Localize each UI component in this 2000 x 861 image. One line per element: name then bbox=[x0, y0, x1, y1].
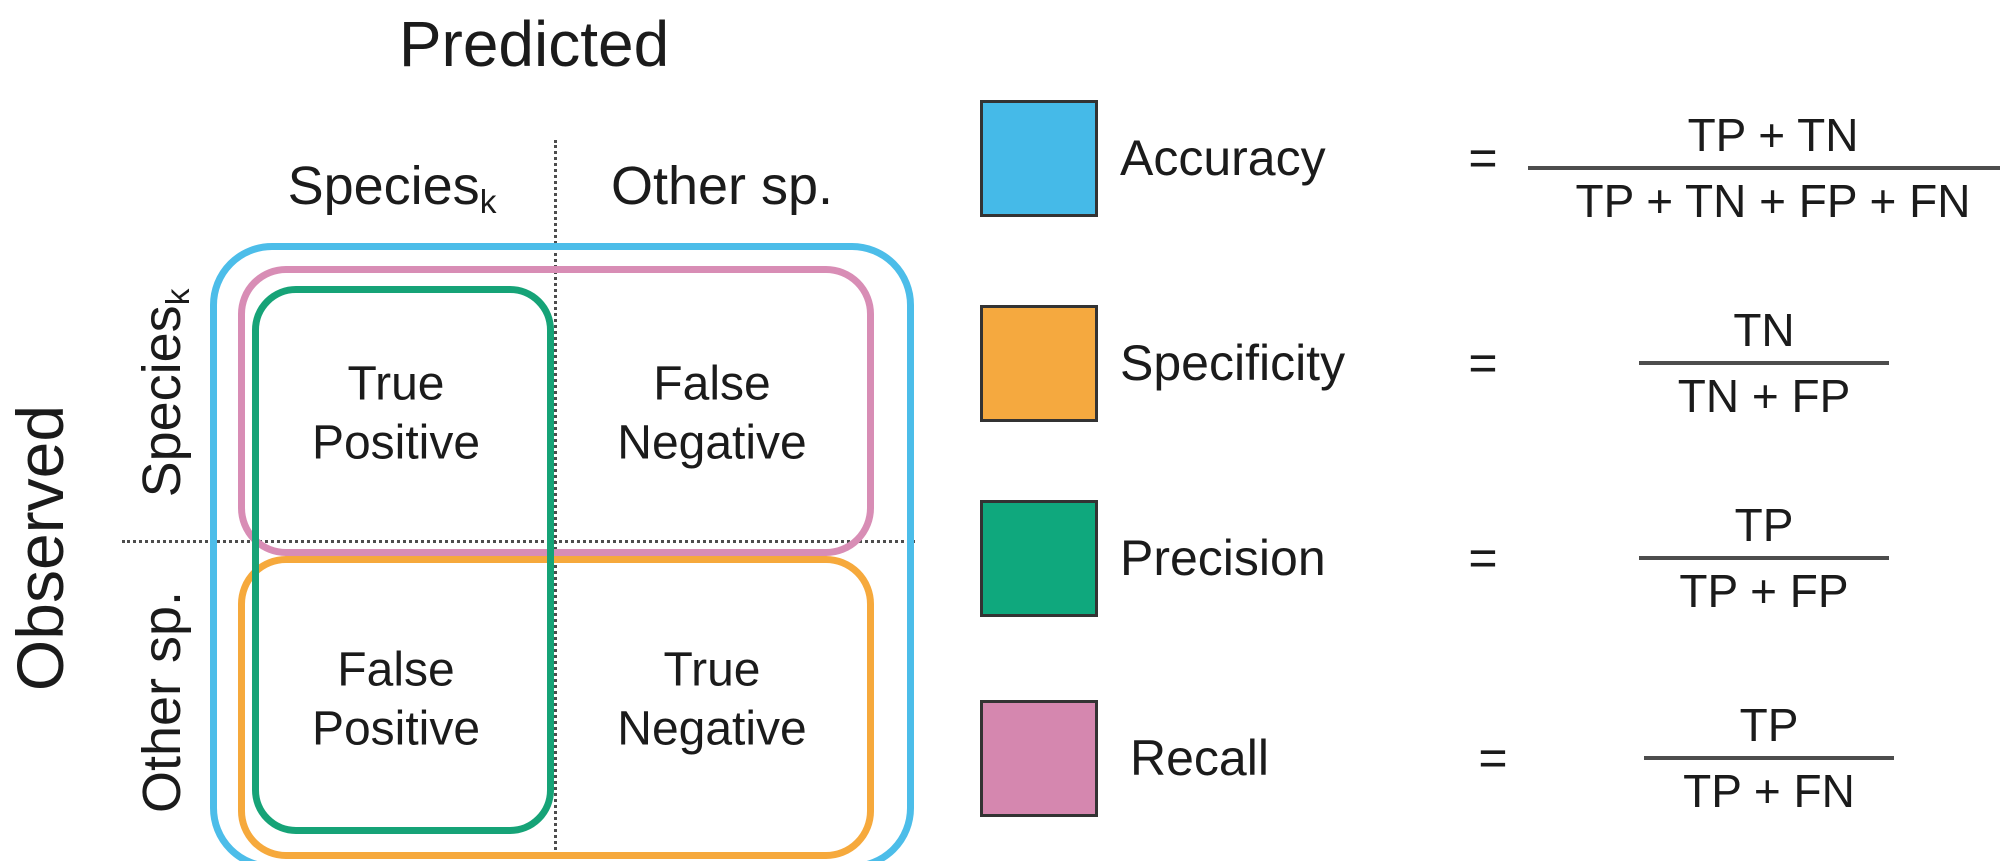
precision-formula-numerator: TP bbox=[1734, 498, 1794, 551]
observed-axis-title: Observed bbox=[3, 404, 77, 692]
cell-true-positive: True Positive bbox=[312, 355, 480, 472]
accuracy-formula-numerator: TP + TN bbox=[1687, 108, 1859, 161]
recall-color-swatch bbox=[980, 699, 1098, 817]
recall-equals-sign: = bbox=[1478, 730, 1508, 786]
recall-formula-numerator: TP bbox=[1739, 698, 1799, 751]
precision-equals-sign: = bbox=[1468, 530, 1498, 586]
specificity-fraction-bar bbox=[1639, 361, 1889, 365]
cell-true-positive-line1: True bbox=[347, 357, 445, 411]
recall-formula-denominator: TP + FN bbox=[1683, 765, 1855, 817]
accuracy-outline bbox=[210, 243, 914, 861]
specificity-color-swatch bbox=[980, 304, 1098, 422]
cell-true-negative: True Negative bbox=[617, 641, 806, 758]
accuracy-formula-denominator: TP + TN + FP + FN bbox=[1575, 175, 1971, 227]
accuracy-fraction-bar bbox=[1528, 166, 2000, 170]
cell-false-negative-line2: Negative bbox=[617, 416, 807, 469]
cell-false-positive: False Positive bbox=[312, 641, 480, 758]
specificity-label: Specificity bbox=[1120, 335, 1346, 391]
column-header-other-label: Other sp. bbox=[610, 156, 834, 216]
specificity-equals-sign: = bbox=[1468, 335, 1498, 391]
specificity-formula-numerator: TN bbox=[1733, 303, 1795, 356]
specificity-outline bbox=[238, 556, 874, 859]
row-header-other-sp: Other sp. bbox=[131, 591, 193, 813]
column-divider-line bbox=[554, 140, 557, 856]
cell-true-negative-line2: Negative bbox=[617, 702, 807, 755]
cell-false-positive-line1: False bbox=[337, 643, 455, 697]
accuracy-color-swatch bbox=[980, 99, 1098, 217]
column-header-other-sp: Other sp. bbox=[611, 155, 833, 217]
cell-false-negative: False Negative bbox=[617, 355, 806, 472]
recall-label: Recall bbox=[1130, 730, 1269, 786]
column-header-species-subscript: k bbox=[479, 184, 497, 222]
precision-formula: TP TP + FP bbox=[1639, 498, 1889, 617]
cell-true-positive-line2: Positive bbox=[311, 416, 481, 469]
row-divider-line bbox=[122, 540, 915, 543]
precision-formula-denominator: TP + FP bbox=[1679, 565, 1849, 617]
column-header-species-label: Species bbox=[287, 156, 480, 216]
predicted-axis-title: Predicted bbox=[398, 8, 670, 80]
cell-true-negative-line1: True bbox=[663, 643, 761, 697]
row-header-species-subscript: k bbox=[160, 288, 198, 306]
row-header-species-label: Species bbox=[132, 305, 192, 498]
precision-fraction-bar bbox=[1639, 556, 1889, 560]
accuracy-label: Accuracy bbox=[1120, 130, 1326, 186]
cell-false-negative-line1: False bbox=[653, 357, 771, 411]
recall-fraction-bar bbox=[1644, 756, 1894, 760]
row-header-other-label: Other sp. bbox=[132, 590, 192, 814]
legend-row-accuracy: Accuracy = TP + TN TP + TN + FP + FN bbox=[980, 88, 2000, 228]
recall-formula: TP TP + FN bbox=[1644, 698, 1894, 817]
accuracy-formula: TP + TN TP + TN + FP + FN bbox=[1528, 108, 2000, 227]
column-header-species-k: Speciesk bbox=[287, 155, 497, 221]
legend-row-specificity: Specificity = TN TN + FP bbox=[980, 293, 2000, 433]
specificity-formula-denominator: TN + FP bbox=[1677, 370, 1851, 422]
precision-outline bbox=[252, 286, 554, 834]
legend-row-precision: Precision = TP TP + FP bbox=[980, 488, 2000, 628]
legend-row-recall: Recall = TP TP + FN bbox=[980, 688, 2000, 828]
row-header-species-k: Speciesk bbox=[131, 289, 197, 498]
precision-label: Precision bbox=[1120, 530, 1326, 586]
accuracy-equals-sign: = bbox=[1468, 130, 1498, 186]
recall-outline bbox=[238, 266, 874, 556]
precision-color-swatch bbox=[980, 499, 1098, 617]
cell-false-positive-line2: Positive bbox=[311, 702, 481, 755]
specificity-formula: TN TN + FP bbox=[1639, 303, 1889, 422]
